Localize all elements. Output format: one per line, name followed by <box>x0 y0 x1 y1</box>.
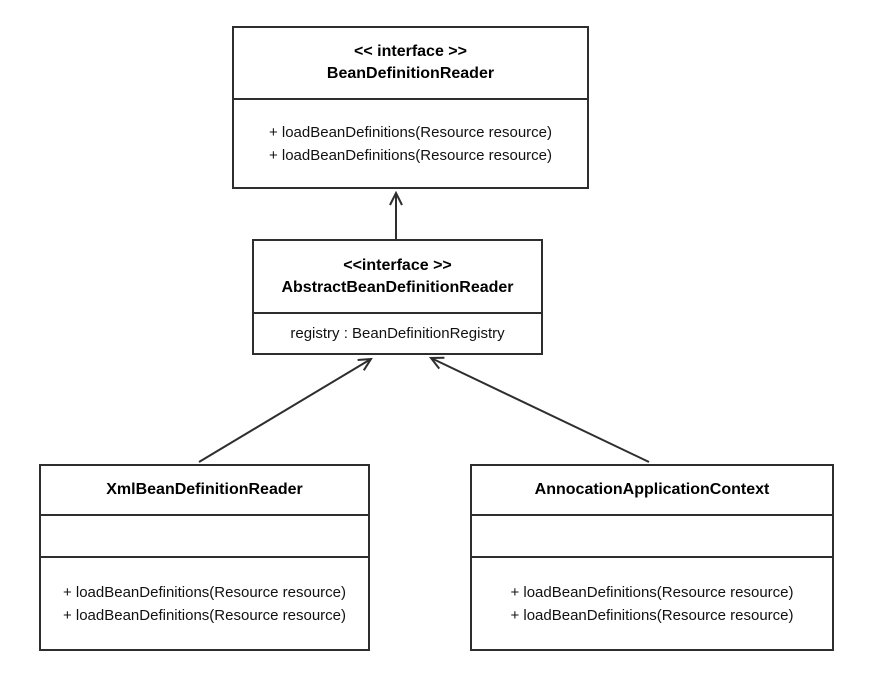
attributes-compartment-empty <box>41 514 368 556</box>
method-signature: + loadBeanDefinitions(Resource resource) <box>268 123 553 141</box>
class-name: XmlBeanDefinitionReader <box>106 481 303 498</box>
stereotype-label: << interface >> <box>354 43 467 60</box>
stereotype-label: <<interface >> <box>343 256 452 274</box>
class-box-xml-bean-definition-reader: XmlBeanDefinitionReader + loadBeanDefini… <box>39 464 370 651</box>
class-title-compartment: <<interface >> AbstractBeanDefinitionRea… <box>254 241 541 312</box>
generalization-arrow-xml-to-abstract <box>198 359 371 463</box>
method-signature: + loadBeanDefinitions(Resource resource) <box>62 583 347 601</box>
class-title-compartment: AnnocationApplicationContext <box>472 466 832 514</box>
class-box-abstract-bean-definition-reader: <<interface >> AbstractBeanDefinitionRea… <box>252 239 543 355</box>
class-title-compartment: XmlBeanDefinitionReader <box>41 466 368 514</box>
class-box-bean-definition-reader: << interface >> BeanDefinitionReader + l… <box>232 26 589 189</box>
class-name: BeanDefinitionReader <box>326 65 495 82</box>
method-signature: + loadBeanDefinitions(Resource resource) <box>510 606 794 624</box>
attributes-compartment-empty <box>472 514 832 556</box>
class-name: AnnocationApplicationContext <box>534 481 770 498</box>
attribute-line: registry : BeanDefinitionRegistry <box>290 324 505 342</box>
method-signature: + loadBeanDefinitions(Resource resource) <box>510 583 794 601</box>
attributes-compartment: registry : BeanDefinitionRegistry <box>254 312 541 353</box>
class-box-annocation-application-context: AnnocationApplicationContext + loadBeanD… <box>470 464 834 651</box>
methods-compartment: + loadBeanDefinitions(Resource resource)… <box>234 98 587 187</box>
methods-compartment: + loadBeanDefinitions(Resource resource)… <box>472 556 832 649</box>
method-signature: + loadBeanDefinitions(Resource resource) <box>62 606 347 624</box>
generalization-arrow-annocation-to-abstract <box>431 358 650 463</box>
method-signature: + loadBeanDefinitions(Resource resource) <box>268 146 553 164</box>
class-name: AbstractBeanDefinitionReader <box>281 278 514 296</box>
class-title-compartment: << interface >> BeanDefinitionReader <box>234 28 587 98</box>
methods-compartment: + loadBeanDefinitions(Resource resource)… <box>41 556 368 649</box>
